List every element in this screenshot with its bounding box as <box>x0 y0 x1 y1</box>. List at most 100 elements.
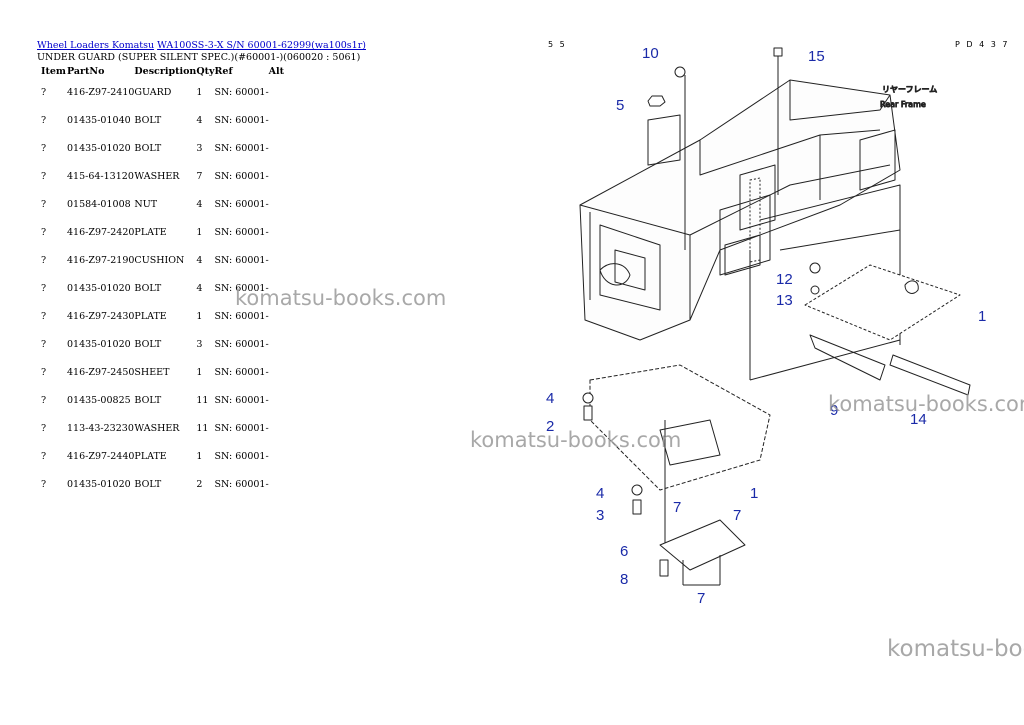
cell-ref: SN: 60001- <box>214 255 269 266</box>
cell-alt <box>269 449 289 477</box>
cell-item: ? <box>41 339 47 350</box>
cell-description: GUARD <box>134 87 172 98</box>
cell-qty: 1 <box>196 367 203 378</box>
breadcrumb-link-catalog[interactable]: Wheel Loaders Komatsu <box>37 40 155 51</box>
cell-description: PLATE <box>134 451 167 462</box>
cell-qty: 7 <box>196 171 203 182</box>
parts-table: Item PartNo Description Qty Ref Alt ?416… <box>37 64 289 499</box>
cell-ref: SN: 60001- <box>214 283 269 294</box>
cell-description: BOLT <box>134 115 162 126</box>
breadcrumb-link-model[interactable]: WA100SS-3-X S/N 60001-62999(wa100s1r) <box>157 40 366 51</box>
cell-item: ? <box>41 227 47 238</box>
cell-ref: SN: 60001- <box>214 451 269 462</box>
cell-partno: 416-Z97-2440 <box>67 451 135 462</box>
cell-partno: 416-Z97-2420 <box>67 227 135 238</box>
cell-ref: SN: 60001- <box>214 227 269 238</box>
cell-partno: 416-Z97-2410 <box>67 87 135 98</box>
watermark: komatsu-books.com <box>235 286 447 310</box>
cell-qty: 2 <box>196 479 203 490</box>
callout-10: 10 <box>642 45 659 62</box>
callout-9: 9 <box>830 402 838 419</box>
cell-partno: 416-Z97-2190 <box>67 255 135 266</box>
breadcrumb: Wheel Loaders Komatsu WA100SS-3-X S/N 60… <box>37 40 366 51</box>
cell-qty: 11 <box>196 395 209 406</box>
header-qty: Qty <box>196 66 215 77</box>
callout-1-right: 1 <box>978 308 986 325</box>
header-alt: Alt <box>268 66 285 77</box>
cell-qty: 4 <box>196 255 203 266</box>
callout-6: 6 <box>620 543 628 560</box>
cell-description: WASHER <box>134 171 180 182</box>
cell-alt <box>269 141 289 169</box>
cell-description: CUSHION <box>134 255 185 266</box>
callout-4-upper: 4 <box>546 390 554 407</box>
cell-partno: 01435-01020 <box>67 283 131 294</box>
table-header-row: Item PartNo Description Qty Ref Alt <box>37 64 289 85</box>
cell-description: BOLT <box>134 339 162 350</box>
cell-item: ? <box>41 143 47 154</box>
cell-alt <box>269 309 289 337</box>
callout-1-lower: 1 <box>750 485 758 502</box>
cell-item: ? <box>41 311 47 322</box>
cell-description: PLATE <box>134 227 167 238</box>
cell-description: WASHER <box>134 423 180 434</box>
cell-description: SHEET <box>134 367 170 378</box>
cell-partno: 415-64-13120 <box>67 171 134 182</box>
cell-partno: 416-Z97-2450 <box>67 367 135 378</box>
callout-5: 5 <box>616 97 624 114</box>
callout-4-lower: 4 <box>596 485 604 502</box>
page-subtitle: UNDER GUARD (SUPER SILENT SPEC.)(#60001-… <box>37 52 361 63</box>
cell-alt <box>269 337 289 365</box>
cell-ref: SN: 60001- <box>214 367 269 378</box>
cell-item: ? <box>41 199 47 210</box>
callout-7-b: 7 <box>733 507 741 524</box>
cell-item: ? <box>41 479 47 490</box>
cell-ref: SN: 60001- <box>214 143 269 154</box>
cell-partno: 01435-01020 <box>67 143 131 154</box>
cell-partno: 01435-01020 <box>67 479 131 490</box>
cell-ref: SN: 60001- <box>214 395 269 406</box>
cell-qty: 1 <box>196 311 203 322</box>
cell-item: ? <box>41 87 47 98</box>
cell-item: ? <box>41 395 47 406</box>
cell-ref: SN: 60001- <box>214 87 269 98</box>
cell-alt <box>269 113 289 141</box>
cell-partno: 01584-01008 <box>67 199 131 210</box>
cell-ref: SN: 60001- <box>214 479 269 490</box>
cell-alt <box>269 477 289 499</box>
watermark: komatsu-books.com <box>828 392 1024 416</box>
callout-14: 14 <box>910 411 927 428</box>
page-code: P D 4 3 7 <box>955 40 1010 49</box>
watermark: komatsu-books.com <box>887 636 1024 662</box>
cell-alt <box>269 85 289 113</box>
cell-alt <box>269 421 289 449</box>
frame-label-jp: リヤーフレーム <box>882 85 937 94</box>
cell-item: ? <box>41 171 47 182</box>
fastener-drawings <box>582 47 821 577</box>
cell-description: NUT <box>134 199 158 210</box>
rear-frame-drawing <box>579 79 901 381</box>
cell-description: BOLT <box>134 283 162 294</box>
callout-7-c: 7 <box>697 590 705 607</box>
frame-label-en: Rear Frame <box>880 100 926 109</box>
cell-item: ? <box>41 451 47 462</box>
cell-qty: 3 <box>196 339 203 350</box>
cell-qty: 4 <box>196 115 203 126</box>
watermark: komatsu-books.com <box>470 428 682 452</box>
cell-item: ? <box>41 283 47 294</box>
small-plate-drawing <box>659 519 746 586</box>
cell-description: BOLT <box>134 143 162 154</box>
cell-item: ? <box>41 367 47 378</box>
cell-qty: 1 <box>196 87 203 98</box>
